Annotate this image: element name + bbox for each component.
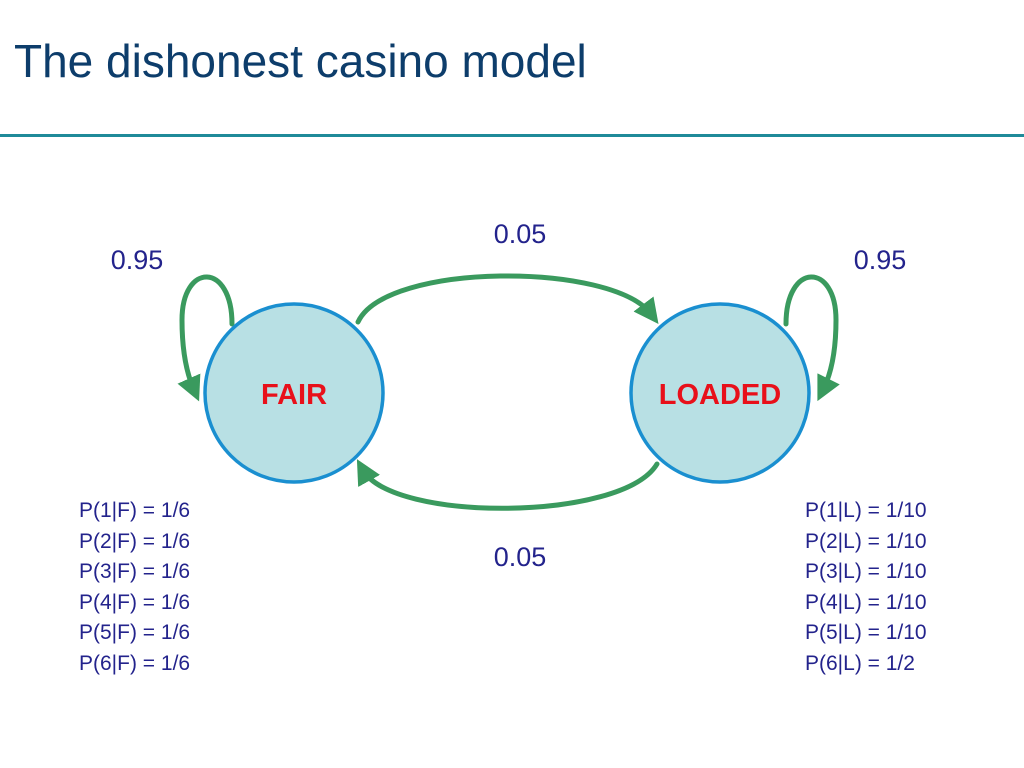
fair-emission-list: P(1|F) = 1/6 P(2|F) = 1/6 P(3|F) = 1/6 P…: [79, 496, 190, 680]
fair-to-loaded-arrow: [355, 273, 659, 325]
fair-self-probability: 0.95: [111, 245, 164, 275]
fair-emission-2: P(2|F) = 1/6: [79, 529, 191, 553]
fair-state-label: FAIR: [261, 379, 327, 411]
fair-emission-6: P(6|F) = 1/6: [79, 651, 191, 675]
loaded-to-fair-probability: 0.05: [494, 542, 547, 572]
fair-emission-1: P(1|F) = 1/6: [79, 499, 191, 522]
loaded-self-loop-arrow: [783, 274, 840, 402]
fair-to-loaded-probability: 0.05: [494, 219, 547, 249]
title-divider: [0, 134, 1024, 137]
fair-emission-4: P(4|F) = 1/6: [79, 590, 191, 614]
loaded-emission-5: P(5|L) = 1/10: [805, 621, 927, 645]
loaded-emission-2: P(2|L) = 1/10: [805, 529, 927, 553]
loaded-emission-1: P(1|L) = 1/10: [805, 499, 927, 522]
fair-state-node: [203, 302, 385, 484]
fair-self-loop-arrow: [177, 274, 235, 402]
loaded-emission-6: P(6|L) = 1/2: [805, 651, 915, 675]
fair-emission-5: P(5|F) = 1/6: [79, 621, 191, 645]
slide-title: The dishonest casino model: [14, 35, 587, 87]
loaded-state-node: [629, 302, 811, 484]
fair-emission-3: P(3|F) = 1/6: [79, 560, 191, 584]
loaded-emission-3: P(3|L) = 1/10: [805, 560, 927, 584]
loaded-emission-4: P(4|L) = 1/10: [805, 590, 927, 614]
loaded-self-probability: 0.95: [854, 245, 907, 275]
loaded-to-fair-arrow: [356, 459, 660, 511]
loaded-emission-list: P(1|L) = 1/10 P(2|L) = 1/10 P(3|L) = 1/1…: [805, 496, 927, 680]
loaded-state-label: LOADED: [659, 379, 781, 411]
